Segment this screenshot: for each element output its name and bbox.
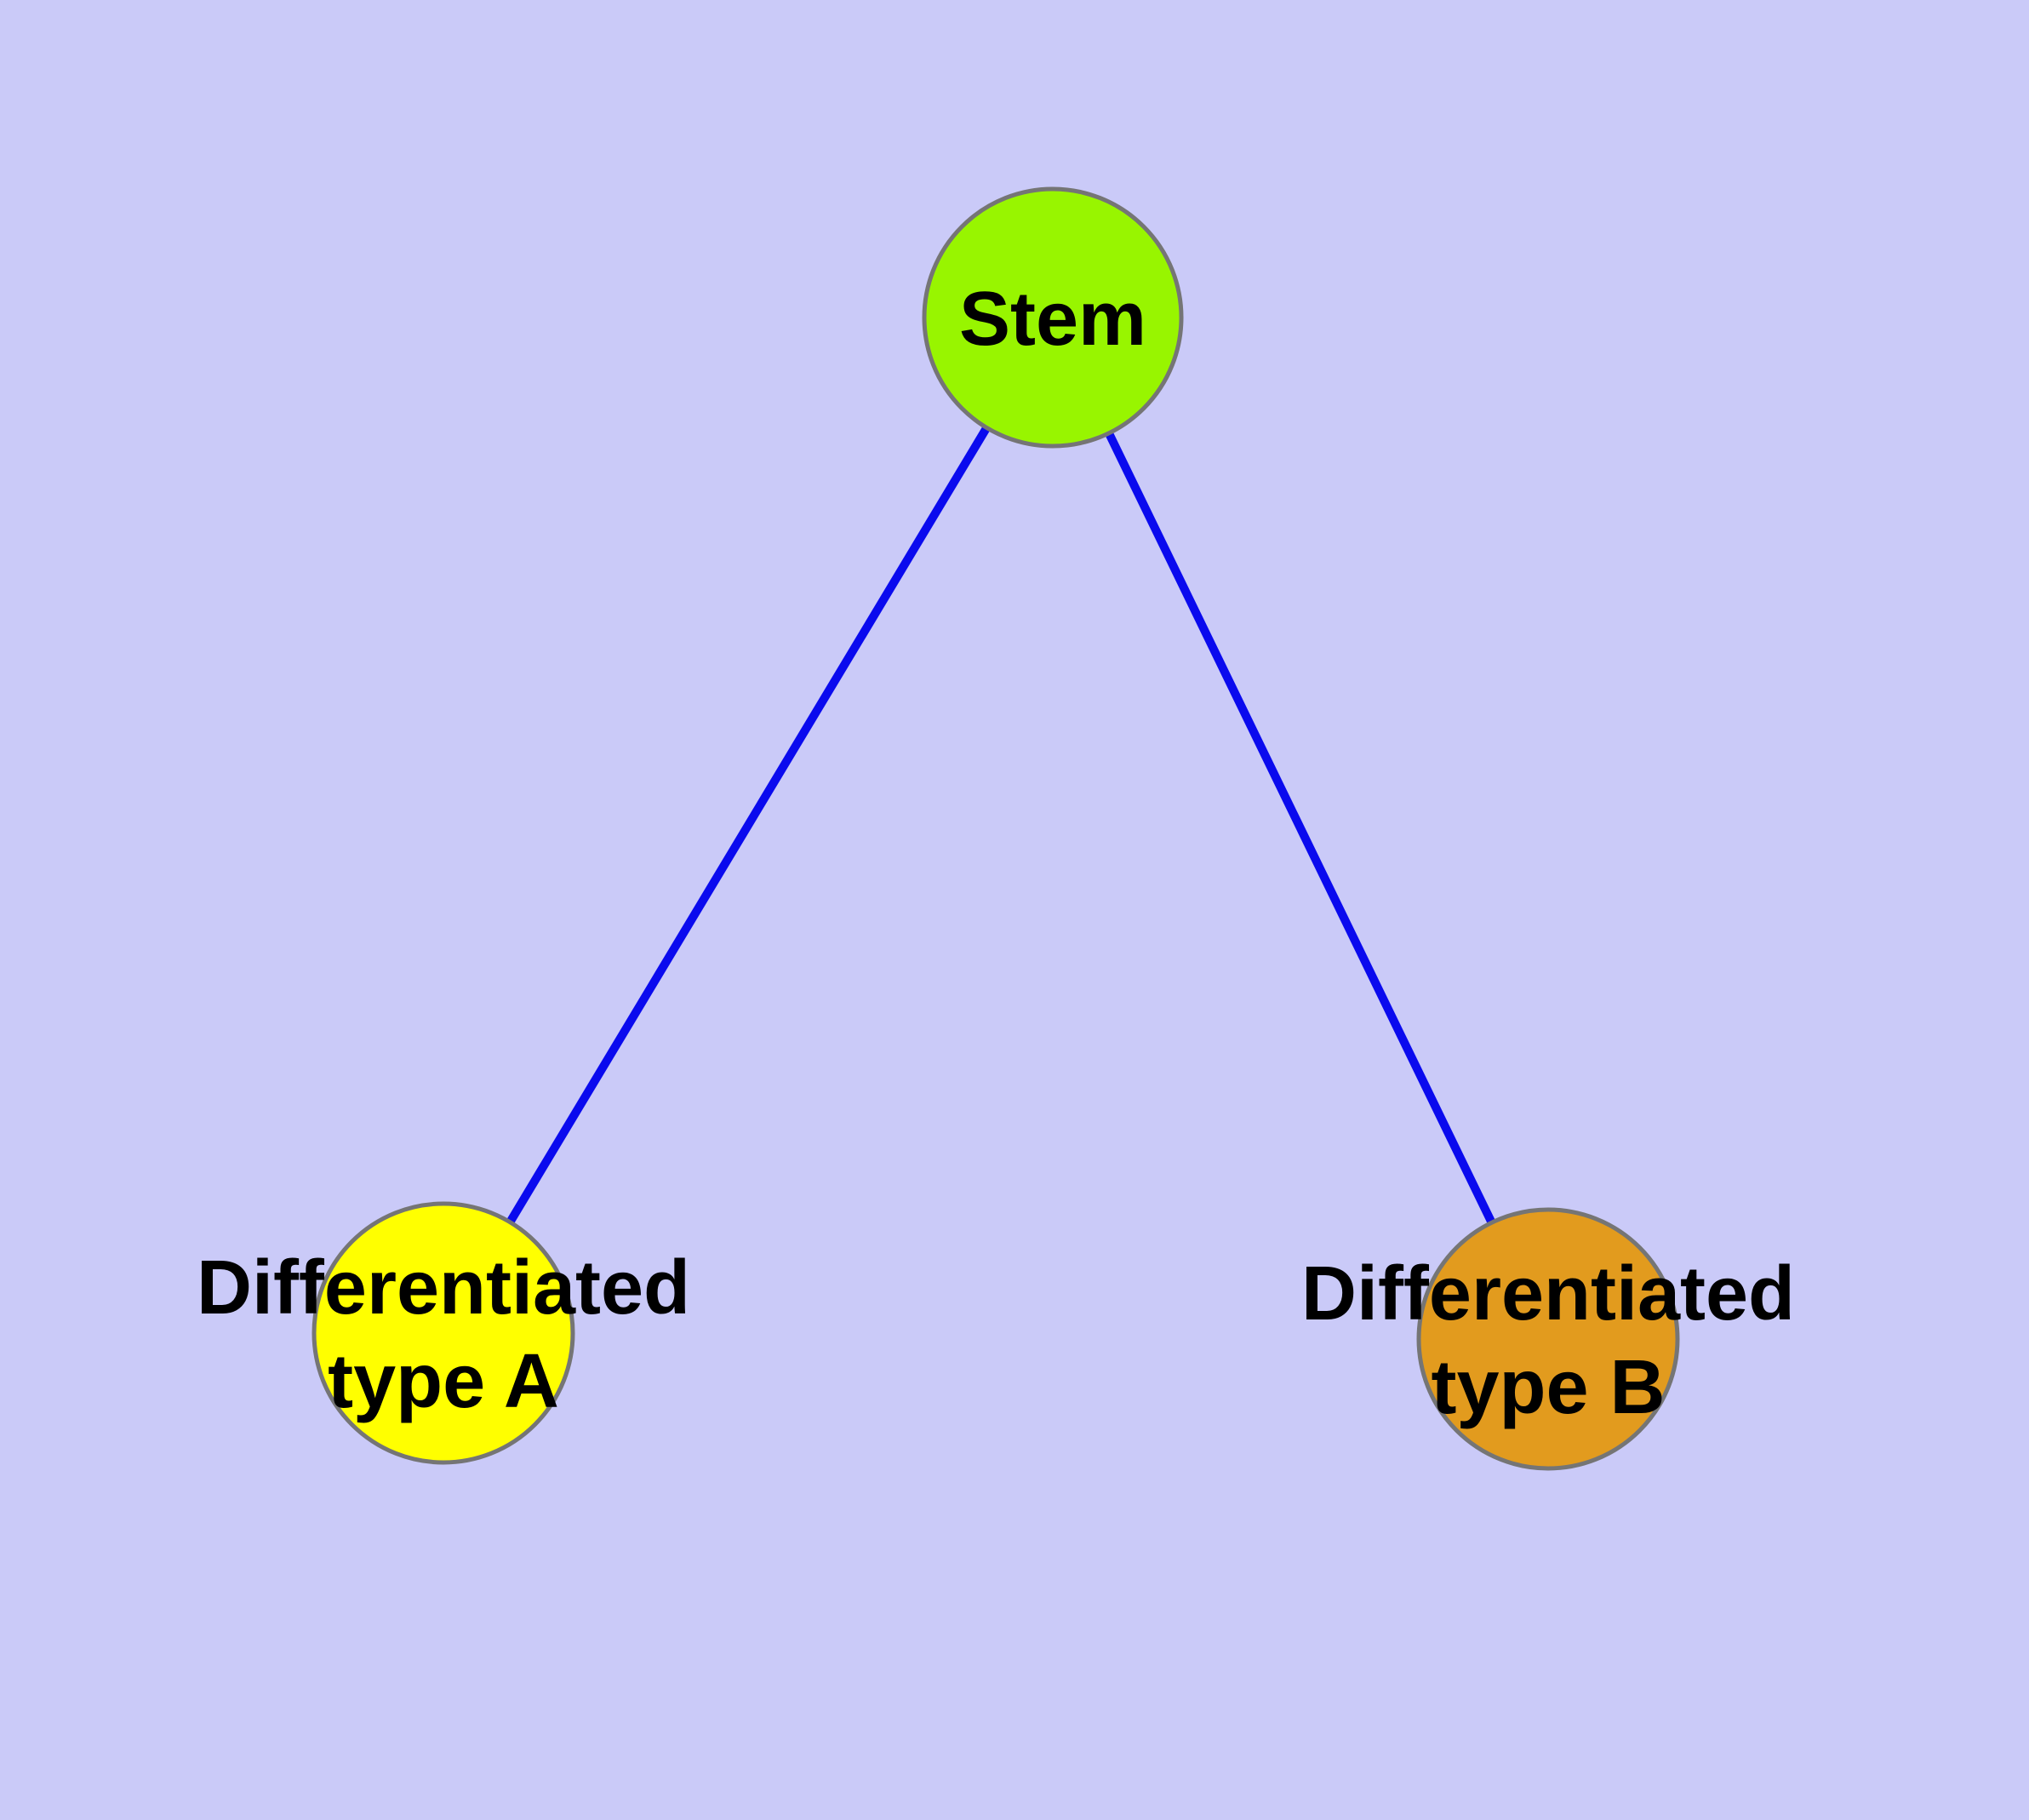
node-circle-diff-b	[1416, 1207, 1680, 1471]
node-circle-stem	[922, 186, 1184, 449]
node-circle-diff-a	[311, 1201, 575, 1465]
edge-stem-to-diff-a	[506, 425, 991, 1225]
node-stem: Stem	[922, 186, 1184, 449]
node-label-stem: Stem	[959, 277, 1146, 362]
edge-stem-to-diff-b	[1105, 431, 1496, 1225]
